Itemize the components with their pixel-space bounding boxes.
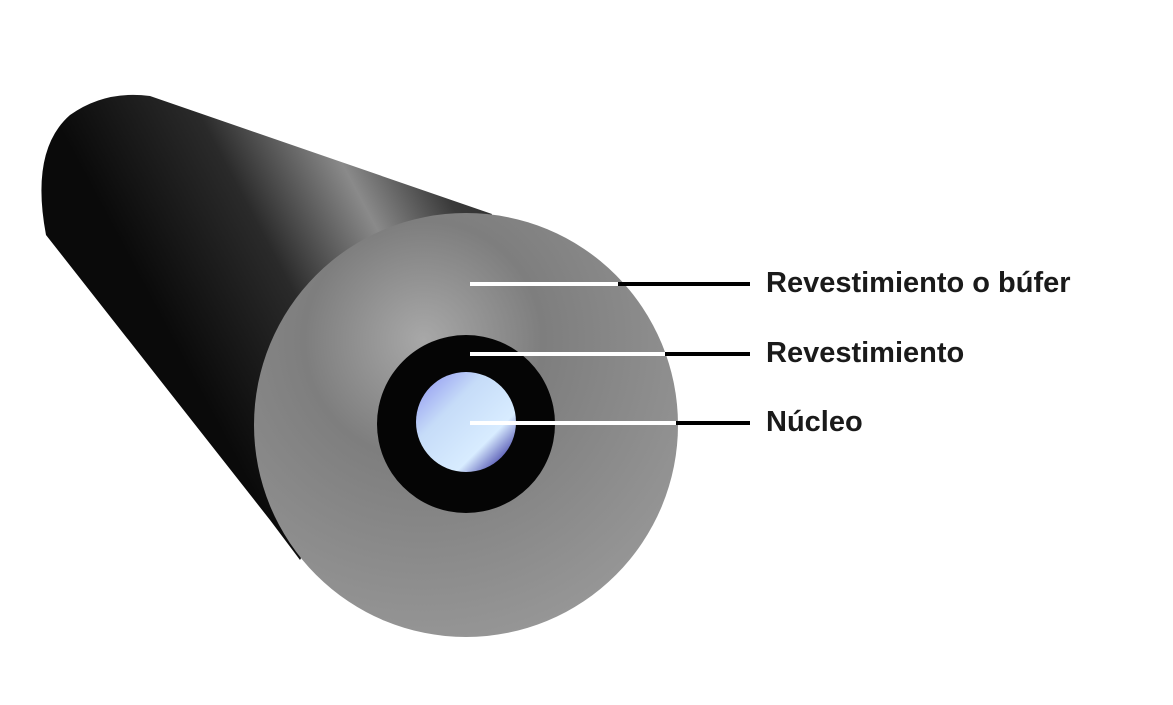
cable-body bbox=[41, 94, 493, 560]
label-buffer: Revestimiento o búfer bbox=[766, 267, 1071, 299]
core bbox=[416, 372, 516, 472]
label-core: Núcleo bbox=[766, 406, 863, 438]
label-cladding: Revestimiento bbox=[766, 337, 965, 369]
